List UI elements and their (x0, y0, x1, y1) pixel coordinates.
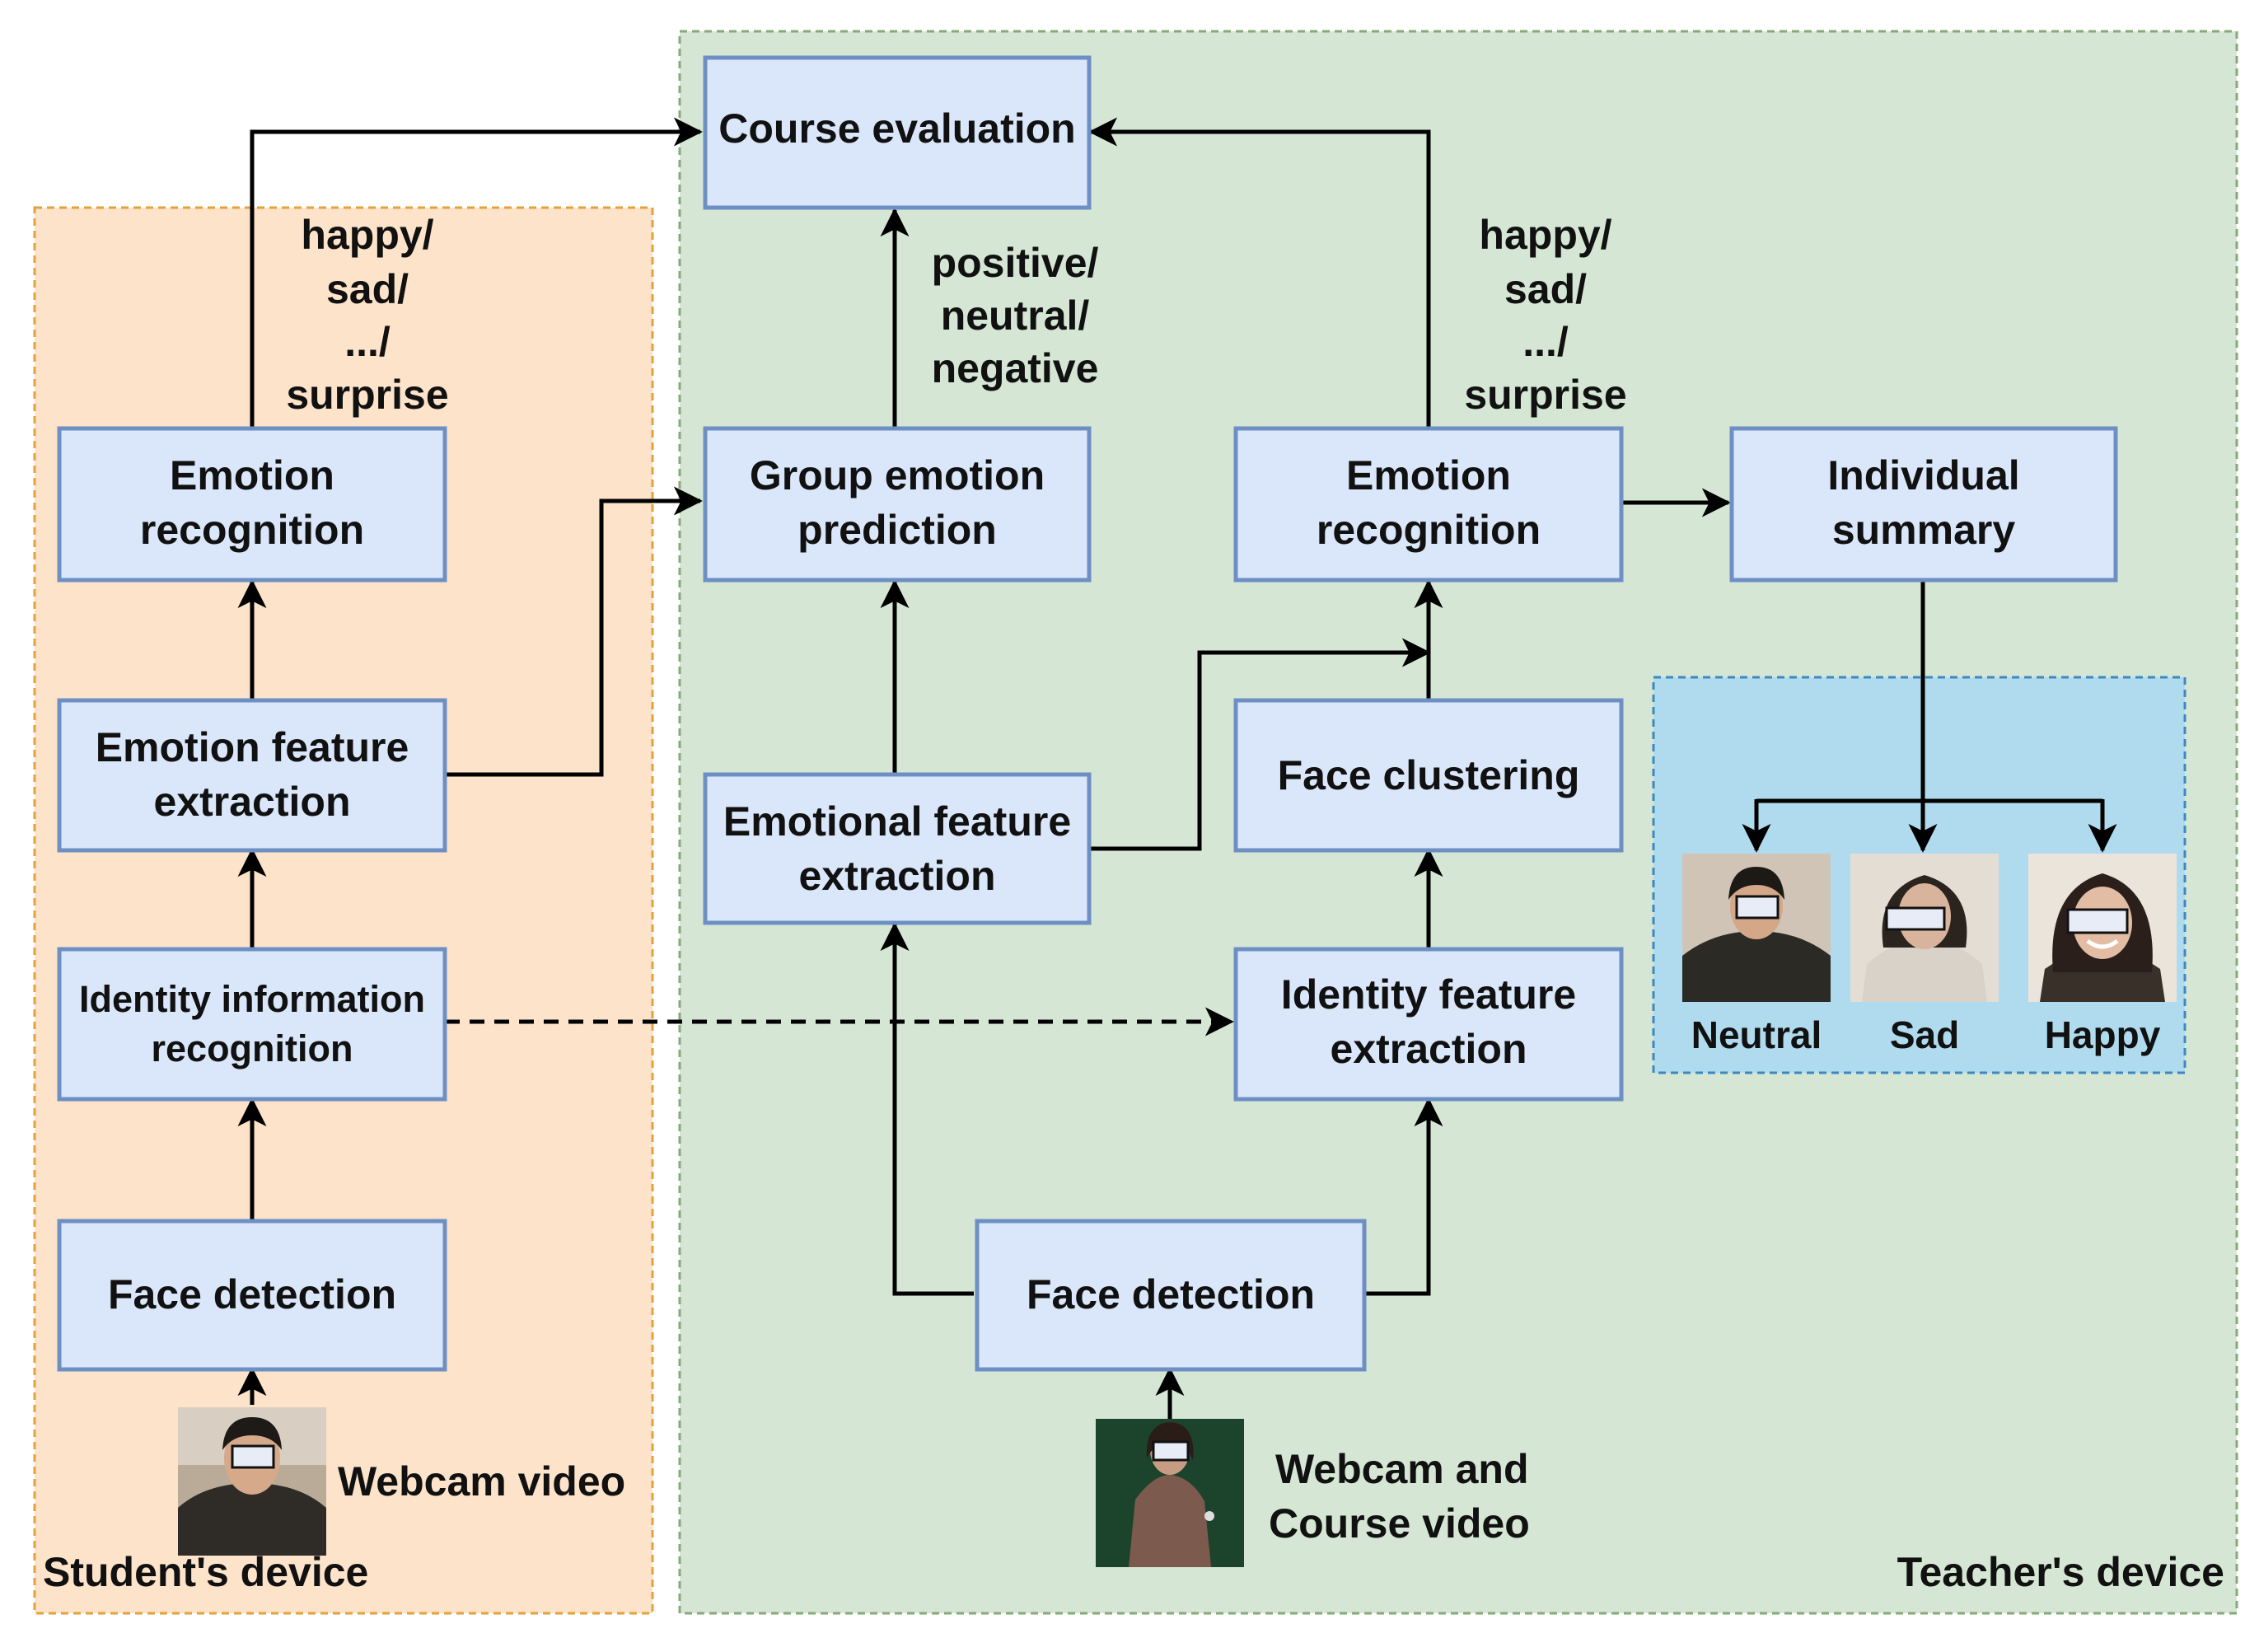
node-emotional-feature-extraction: Emotional feature extraction (703, 772, 1092, 925)
student-device-label: Student's device (43, 1549, 368, 1595)
node-identity-feature-line2: extraction (1331, 1026, 1527, 1072)
student-video-label: Webcam video (338, 1458, 625, 1505)
label-student-emotion-3: .../ (344, 319, 391, 365)
summary-label-sad: Sad (1890, 1013, 1959, 1056)
node-emotional-feature-line1: Emotional feature (723, 798, 1071, 845)
label-teacher-emotion-1: happy/ (1479, 212, 1611, 258)
label-group-valence-2: neutral/ (941, 292, 1090, 339)
label-student-emotion-2: sad/ (326, 266, 409, 312)
node-group-emotion-prediction: Group emotion prediction (703, 426, 1092, 583)
summary-label-neutral: Neutral (1691, 1013, 1822, 1056)
node-student-emotion-recognition: Emotion recognition (57, 426, 447, 583)
label-student-emotion-1: happy/ (301, 212, 433, 258)
student-device-region (33, 206, 654, 1615)
teacher-video-thumbnail (1096, 1419, 1244, 1567)
edge-teacher-emotion-to-course-eval (1088, 117, 1431, 427)
label-teacher-emotion-4: surprise (1464, 372, 1626, 418)
node-group-emotion-line2: prediction (797, 507, 997, 553)
label-student-emotions: happy/ sad/ .../ surprise (286, 212, 448, 418)
node-identity-feature-line1: Identity feature (1281, 971, 1576, 1018)
happy-face-thumbnail (2028, 854, 2177, 1002)
node-identity-information-line1: Identity information (79, 978, 425, 1020)
node-face-clustering-text: Face clustering (1278, 752, 1580, 798)
node-individual-summary-line1: Individual (1827, 452, 2019, 498)
edge-emotional-feature-to-emotion-rec (1089, 638, 1431, 851)
neutral-face-thumbnail (1682, 854, 1831, 1002)
teacher-video-label-line2: Course video (1269, 1500, 1530, 1547)
sad-face-thumbnail (1850, 854, 1999, 1002)
teacher-device-label: Teacher's device (1897, 1549, 2224, 1595)
node-teacher-face-detection-text: Face detection (1027, 1271, 1315, 1317)
label-teacher-emotions: happy/ sad/ .../ surprise (1464, 212, 1626, 418)
edge-student-emotion-to-course-eval (250, 117, 703, 427)
summary-label-happy: Happy (2045, 1013, 2161, 1056)
node-individual-summary: Individual summary (1729, 426, 2118, 583)
node-course-evaluation-text: Course evaluation (718, 105, 1075, 152)
node-identity-information-recognition: Identity information recognition (57, 947, 447, 1102)
student-webcam-thumbnail (178, 1407, 326, 1556)
node-identity-information-line2: recognition (152, 1027, 353, 1069)
node-teacher-emotion-recognition-line1: Emotion (1346, 452, 1511, 498)
label-student-emotion-4: surprise (286, 372, 448, 418)
node-group-emotion-line1: Group emotion (750, 452, 1045, 498)
label-teacher-emotion-3: .../ (1522, 319, 1569, 365)
node-emotional-feature-line2: extraction (799, 853, 996, 899)
node-student-emotion-feature-extraction: Emotion feature extraction (57, 698, 447, 853)
label-teacher-emotion-2: sad/ (1504, 266, 1587, 312)
edge-teacher-facedet-to-identity-feature (1361, 1097, 1443, 1296)
label-group-valence: positive/ neutral/ negative (932, 240, 1099, 391)
node-teacher-emotion-recognition-line2: recognition (1317, 507, 1541, 553)
node-student-emotion-feature-line1: Emotion feature (96, 724, 409, 770)
node-teacher-face-detection: Face detection (975, 1219, 1367, 1372)
teacher-video-label-line1: Webcam and (1275, 1446, 1529, 1492)
label-group-valence-3: negative (932, 345, 1099, 391)
edge-student-feature-to-group-emotion (445, 486, 703, 777)
node-course-evaluation: Course evaluation (703, 55, 1092, 210)
label-group-valence-1: positive/ (932, 240, 1099, 286)
node-identity-feature-extraction: Identity feature extraction (1233, 947, 1624, 1102)
connectors (237, 117, 2117, 1419)
node-student-face-detection: Face detection (57, 1219, 447, 1372)
node-individual-summary-line2: summary (1832, 507, 2016, 553)
node-student-emotion-recognition-line2: recognition (140, 507, 364, 553)
edge-teacher-facedet-to-emotional-feature (880, 922, 974, 1296)
node-student-emotion-feature-line2: extraction (154, 779, 351, 825)
node-face-clustering: Face clustering (1233, 698, 1624, 853)
node-teacher-emotion-recognition: Emotion recognition (1233, 426, 1624, 583)
node-student-emotion-recognition-line1: Emotion (170, 452, 334, 498)
node-student-face-detection-text: Face detection (108, 1271, 396, 1317)
